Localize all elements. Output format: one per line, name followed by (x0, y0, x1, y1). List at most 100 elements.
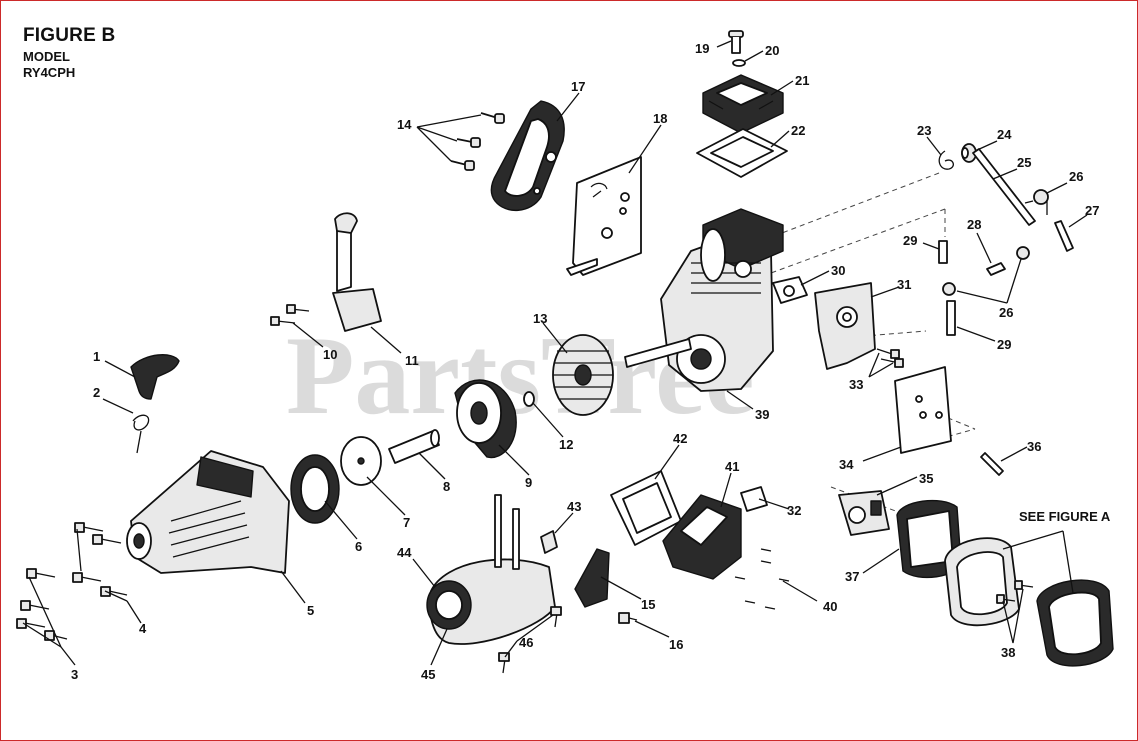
part-22-gasket (696, 128, 788, 178)
callout: 43 (567, 499, 581, 514)
part-43-grommet (540, 530, 558, 554)
part-filter-cover (1036, 579, 1114, 667)
part-36-pin (980, 452, 1004, 476)
part-29-hoses (938, 240, 956, 336)
callout: 12 (559, 437, 573, 452)
part-46-screws (498, 606, 562, 674)
part-4-screws (72, 522, 128, 597)
part-16-screw (618, 612, 638, 624)
callout: 28 (967, 217, 981, 232)
part-38-screws (996, 580, 1034, 604)
part-filter-element (944, 537, 1020, 627)
part-1-handle (130, 354, 180, 400)
callout: 6 (355, 539, 362, 554)
part-15-bracket (574, 548, 610, 608)
callout: 31 (897, 277, 911, 292)
callout: 4 (139, 621, 147, 636)
callout: 18 (653, 111, 667, 126)
callout: 13 (533, 311, 547, 326)
part-24-cap (961, 143, 977, 163)
callout: 29 (997, 337, 1011, 352)
part-13-flywheel (552, 334, 614, 416)
part-39-engine (624, 208, 784, 392)
part-2-rope (132, 414, 150, 454)
model-label: MODEL (23, 49, 70, 64)
part-12-washer (523, 391, 535, 407)
part-17-cover (490, 100, 565, 211)
callout: 35 (919, 471, 933, 486)
see-figure-a-label: SEE FIGURE A (1019, 509, 1111, 524)
callout: 36 (1027, 439, 1041, 454)
part-26-primer-fitting-b (942, 246, 1030, 296)
part-40-screws (734, 548, 790, 610)
callout: 14 (397, 117, 412, 132)
callout: 17 (571, 79, 585, 94)
part-8-tube (388, 429, 440, 464)
part-6-pulley (290, 454, 340, 524)
part-5-housing (126, 450, 290, 574)
part-26-primer-fitting-a (1024, 189, 1049, 215)
part-3-screws (16, 568, 68, 641)
callout: 8 (443, 479, 450, 494)
callout: 39 (755, 407, 769, 422)
part-11-ignition-coil (332, 212, 382, 332)
callout: 23 (917, 123, 931, 138)
part-32-screen (740, 486, 768, 512)
callout: 1 (93, 349, 100, 364)
callout: 41 (725, 459, 739, 474)
part-41-muffler (662, 494, 742, 580)
callout: 26 (1069, 169, 1083, 184)
callout: 44 (397, 545, 412, 560)
part-7-disc (340, 436, 382, 486)
part-10-screws (270, 304, 310, 326)
callout: 38 (1001, 645, 1015, 660)
part-30-gasket (772, 276, 808, 304)
callout: 9 (525, 475, 532, 490)
callout: 19 (695, 41, 709, 56)
part-19-bolt (728, 30, 744, 54)
part-20-washer (732, 59, 746, 67)
callout: 15 (641, 597, 655, 612)
callout-numbers: 1 2 3 4 5 6 7 8 9 10 11 12 13 14 15 16 1… (71, 41, 1111, 682)
callout: 45 (421, 667, 435, 682)
part-18-shield (566, 156, 642, 276)
callout: 22 (791, 123, 805, 138)
callout: 29 (903, 233, 917, 248)
part-9-recoil (454, 379, 517, 459)
callout: 10 (323, 347, 337, 362)
callout: 42 (673, 431, 687, 446)
callout: 5 (307, 603, 314, 618)
callout: 30 (831, 263, 845, 278)
callout: 33 (849, 377, 863, 392)
part-23-clip (938, 150, 954, 170)
callout: 40 (823, 599, 837, 614)
callout: 37 (845, 569, 859, 584)
callout: 20 (765, 43, 779, 58)
callout: 34 (839, 457, 854, 472)
part-27-tube (1054, 220, 1074, 252)
part-33-screws (876, 348, 904, 368)
callout: 24 (997, 127, 1012, 142)
part-14-screws (450, 112, 505, 171)
callout: 46 (519, 635, 533, 650)
callout: 3 (71, 667, 78, 682)
callout: 27 (1085, 203, 1099, 218)
callout: 2 (93, 385, 100, 400)
callout: 25 (1017, 155, 1031, 170)
part-42-gasket (610, 470, 682, 546)
part-21-valve-cover (702, 74, 784, 134)
part-28-line (986, 262, 1006, 276)
callout: 21 (795, 73, 809, 88)
part-44-fuel-tank (426, 494, 556, 645)
callout: 32 (787, 503, 801, 518)
model-number: RY4CPH (23, 65, 76, 80)
leader-lines (22, 40, 1088, 666)
figure-title: FIGURE B (23, 25, 116, 46)
part-35-carburetor (838, 490, 890, 536)
part-31-adapter (814, 282, 876, 370)
part-34-plate (894, 366, 952, 454)
callout: 26 (999, 305, 1013, 320)
callout: 11 (405, 353, 419, 368)
